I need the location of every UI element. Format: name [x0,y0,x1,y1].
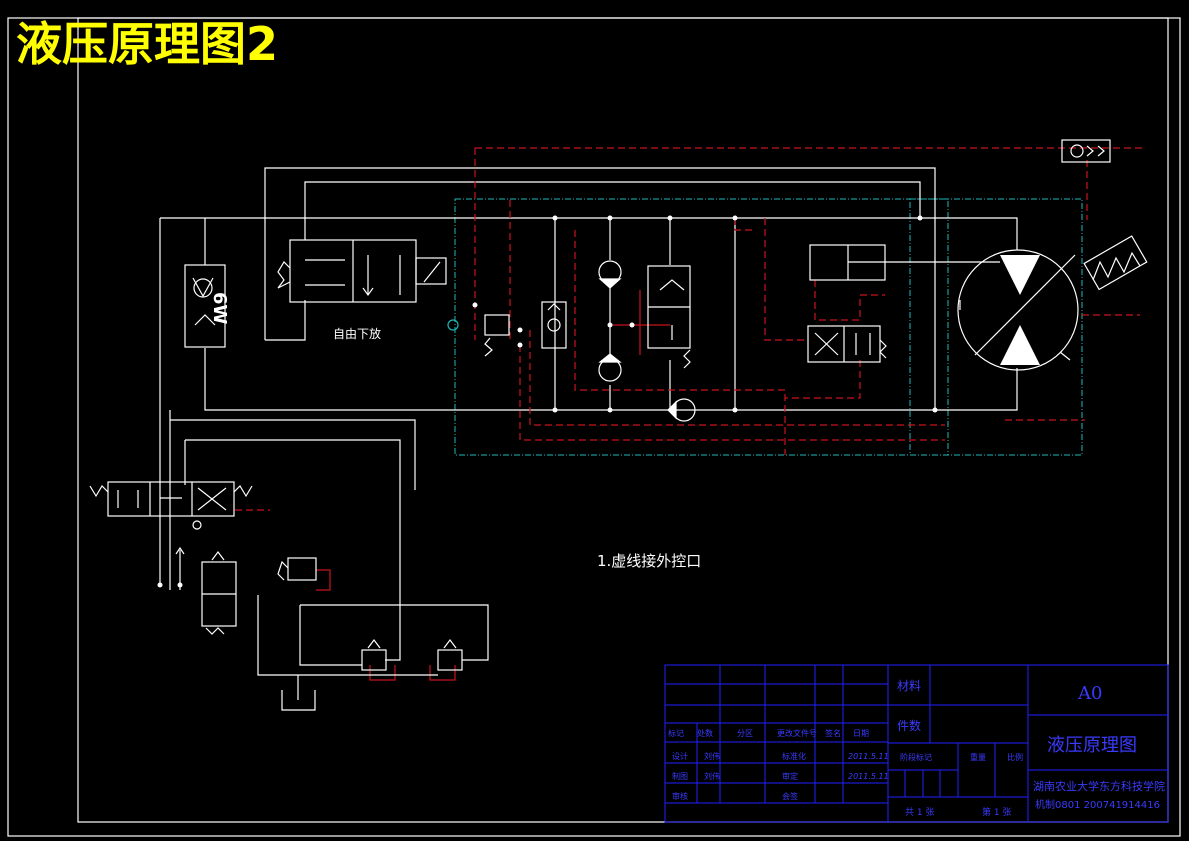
title-block-row-mid: 标准化 审定 会签 [782,747,806,807]
col-header: 标记 [668,729,684,738]
weight-label: 重量 [970,753,986,762]
title-block-drawing-name: 液压原理图 [1047,735,1137,756]
sheet-count: 共 1 张 [905,808,935,818]
external-control-note: 1.虚线接外控口 [597,552,702,570]
relief-valve-small [447,314,510,357]
col-header: 签名 [825,729,841,738]
title-block-quantity: 件数 [897,719,922,733]
col-header: 分区 [737,729,753,738]
title-block-size: A0 [1078,683,1103,704]
title-block-school: 湖南农业大学东方科技学院 [1033,780,1165,793]
junction-dots [157,215,938,588]
title-block-class: 机制0801 200741914416 [1035,800,1160,811]
designer-name: 刘伟 [704,752,720,761]
pressure-reducing-valve [175,546,317,635]
shuttle-valve [541,301,567,349]
manifold-boundary-right [909,198,1083,456]
row-mid-label: 标准化 [782,752,806,761]
row-label: 制图 [672,772,688,781]
cylinder-block-right [809,244,886,281]
row-mid-label: 审定 [782,772,798,781]
check-valves-center [598,260,696,422]
sheet-number: 第 1 张 [982,808,1012,818]
directional-valve-right [807,325,887,363]
check-valve-top-right [1061,139,1111,163]
row-mid-label: 会签 [782,792,798,801]
directional-valve-3pos [89,481,253,530]
row-label: 审核 [672,792,688,801]
title-block-grid [664,664,1169,823]
scale-label: 比例 [1007,753,1023,762]
row-label: 设计 [672,752,688,761]
relief-valves-bottom [257,595,489,676]
date: 2011.5.11 [848,772,889,781]
col-header: 更改文件号 [777,729,817,738]
pilot-lines [235,147,1145,511]
solenoid-code: 6W [209,292,230,325]
valve-label-free-descent: 自由下放 [333,327,382,341]
sheet-heading: 液压原理图2 [16,17,279,71]
title-block-stage: 阶段标记 重量 比例 [900,752,1023,763]
drafter-name: 刘伟 [704,772,720,781]
title-block-material: 材料 [897,679,922,693]
title-block-col-headers: 标记 处数 分区 更改文件号 签名 日期 [668,728,888,739]
check-valve-block-left [184,264,226,348]
pump-control-spring [1083,235,1148,291]
sequence-valve-center [647,265,691,369]
stage-label: 阶段标记 [900,753,932,762]
manifold-boundary-left [454,198,949,456]
inner-border [77,17,1169,823]
free-descent-valve [277,239,447,303]
title-block-dates: 2011.5.11 2011.5.11 [848,747,889,787]
date: 2011.5.11 [848,752,889,761]
col-header: 日期 [853,729,869,738]
variable-pump-motor [957,249,1079,371]
main-pressure-lines [159,167,1018,661]
pilot-solid-lines [316,290,670,681]
title-block-row-labels: 设计 制图 审核 [672,747,688,807]
outer-border [7,17,1181,837]
title-block-names: 刘伟 刘伟 [704,747,720,787]
col-header: 处数 [697,729,713,738]
tank-symbol [281,675,316,711]
